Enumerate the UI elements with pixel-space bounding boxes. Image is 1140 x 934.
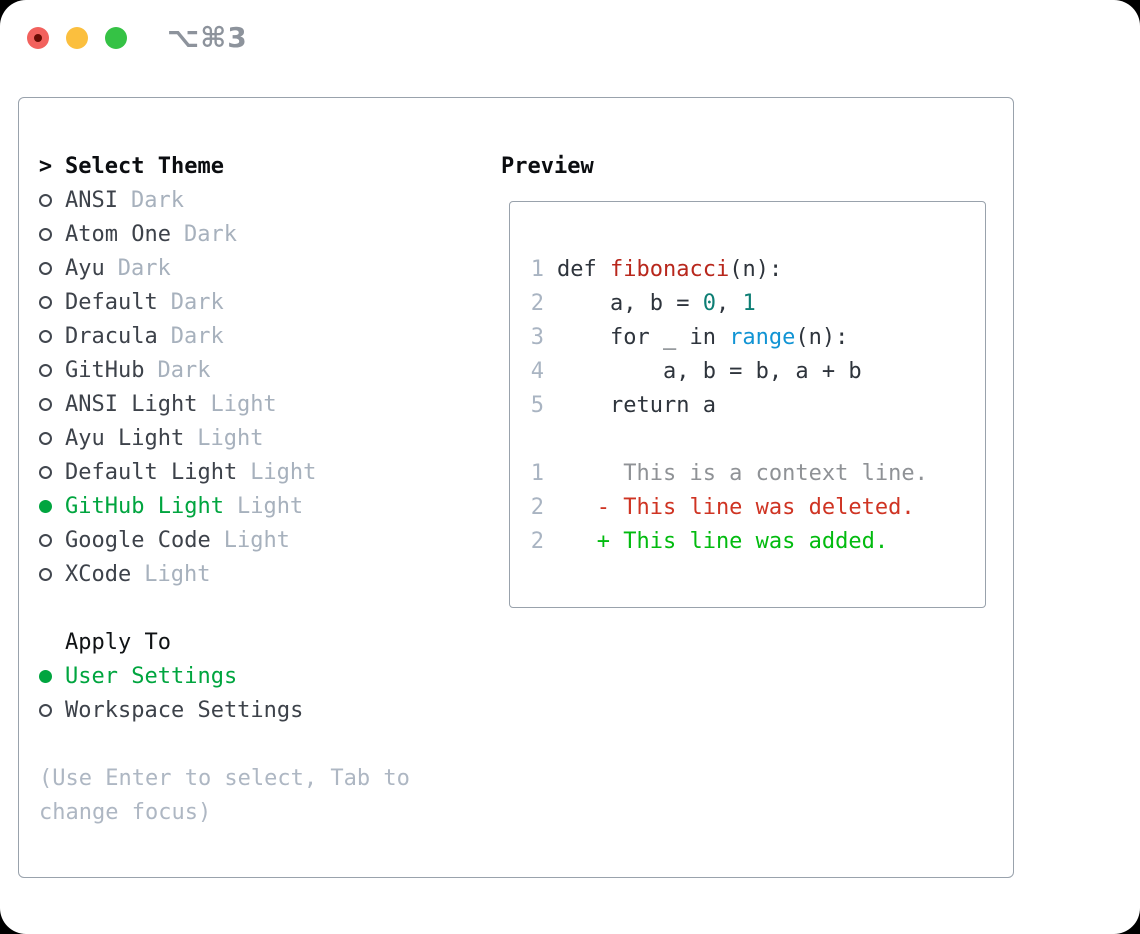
theme-option-ansi[interactable]: ANSI Dark [19, 183, 489, 217]
apply-to-header: Apply To [19, 625, 489, 659]
theme-option-ayu-light[interactable]: Ayu Light Light [19, 421, 489, 455]
line-number: 3 [530, 324, 544, 350]
diff-line-added: 2 + This line was added. [530, 528, 889, 554]
apply-option-workspace-settings[interactable]: Workspace Settings [19, 693, 489, 727]
radio-selected-icon [39, 499, 52, 513]
theme-variant-badge: Dark [117, 255, 171, 281]
theme-option-github-light[interactable]: GitHub Light Light [19, 489, 489, 523]
preview-pane: 1 def fibonacci(n): 2 a, b = 0, 1 3 for … [509, 201, 986, 608]
radio-selected-icon [39, 669, 52, 683]
spacer-row [19, 591, 489, 625]
radio-icon [39, 193, 52, 207]
line-number: 1 [530, 256, 544, 282]
theme-variant-badge: Dark [130, 187, 184, 213]
window-title: ⌥⌘3 [167, 21, 248, 54]
code-line: 4 a, b = b, a + b [530, 358, 862, 384]
theme-variant-badge: Light [210, 391, 277, 417]
section-label: Apply To [65, 629, 171, 655]
code-line: 3 for _ in range(n): [530, 324, 849, 350]
apply-option-user-settings[interactable]: User Settings [19, 659, 489, 693]
radio-icon [39, 431, 52, 445]
theme-variant-badge: Dark [157, 357, 211, 383]
theme-variant-badge: Light [144, 561, 211, 587]
radio-icon [39, 227, 52, 241]
line-number: 2 [530, 528, 544, 554]
radio-icon [39, 397, 52, 411]
theme-option-xcode[interactable]: XCode Light [19, 557, 489, 591]
theme-variant-badge: Light [223, 527, 290, 553]
line-number: 1 [530, 460, 544, 486]
theme-picker: > Select Theme ANSI Dark Atom One Dark A… [19, 149, 489, 829]
builtin-token: range [729, 324, 796, 350]
theme-option-atom-one[interactable]: Atom One Dark [19, 217, 489, 251]
radio-icon [39, 567, 52, 581]
theme-option-dracula[interactable]: Dracula Dark [19, 319, 489, 353]
prompt-icon: > [38, 153, 53, 179]
line-number: 5 [530, 392, 544, 418]
radio-icon [39, 533, 52, 547]
page-title: Select Theme [65, 153, 224, 179]
theme-option-github[interactable]: GitHub Dark [19, 353, 489, 387]
theme-variant-badge: Light [197, 425, 264, 451]
hint-text: (Use Enter to select, Tab to [39, 765, 410, 791]
function-name-token: fibonacci [609, 256, 730, 282]
theme-variant-badge: Dark [170, 289, 224, 315]
theme-option-default-light[interactable]: Default Light Light [19, 455, 489, 489]
spacer-row [19, 727, 489, 761]
radio-icon [39, 261, 52, 275]
theme-option-ansi-light[interactable]: ANSI Light Light [19, 387, 489, 421]
line-number: 4 [530, 358, 544, 384]
spacer-row [510, 422, 985, 456]
theme-option-default[interactable]: Default Dark [19, 285, 489, 319]
number-literal-token: 1 [742, 290, 756, 316]
main-panel: > Select Theme ANSI Dark Atom One Dark A… [18, 97, 1014, 878]
traffic-light-close-button[interactable] [27, 27, 49, 49]
hint-text: change focus) [39, 799, 212, 825]
titlebar: ⌥⌘3 [0, 0, 1140, 75]
traffic-light-minimize-button[interactable] [66, 27, 88, 49]
radio-icon [39, 295, 52, 309]
radio-icon [39, 465, 52, 479]
code-line: 5 return a [530, 392, 716, 418]
code-line: 2 a, b = 0, 1 [530, 290, 756, 316]
radio-icon [39, 329, 52, 343]
radio-icon [39, 703, 52, 717]
line-number: 2 [530, 494, 544, 520]
line-number: 2 [530, 290, 544, 316]
traffic-light-zoom-button[interactable] [105, 27, 127, 49]
radio-icon [39, 363, 52, 377]
number-literal-token: 0 [702, 290, 716, 316]
theme-variant-badge: Light [250, 459, 317, 485]
theme-variant-badge: Dark [183, 221, 237, 247]
diff-line-deleted: 2 - This line was deleted. [530, 494, 915, 520]
theme-variant-badge: Light [236, 493, 304, 519]
preview-title: Preview [501, 153, 594, 179]
theme-option-google-code[interactable]: Google Code Light [19, 523, 489, 557]
diff-line-context: 1 This is a context line. [530, 460, 928, 486]
select-theme-header: > Select Theme [19, 149, 489, 183]
theme-option-ayu[interactable]: Ayu Dark [19, 251, 489, 285]
code-line: 1 def fibonacci(n): [530, 256, 783, 282]
close-focus-dot-icon [34, 34, 42, 42]
theme-variant-badge: Dark [170, 323, 224, 349]
